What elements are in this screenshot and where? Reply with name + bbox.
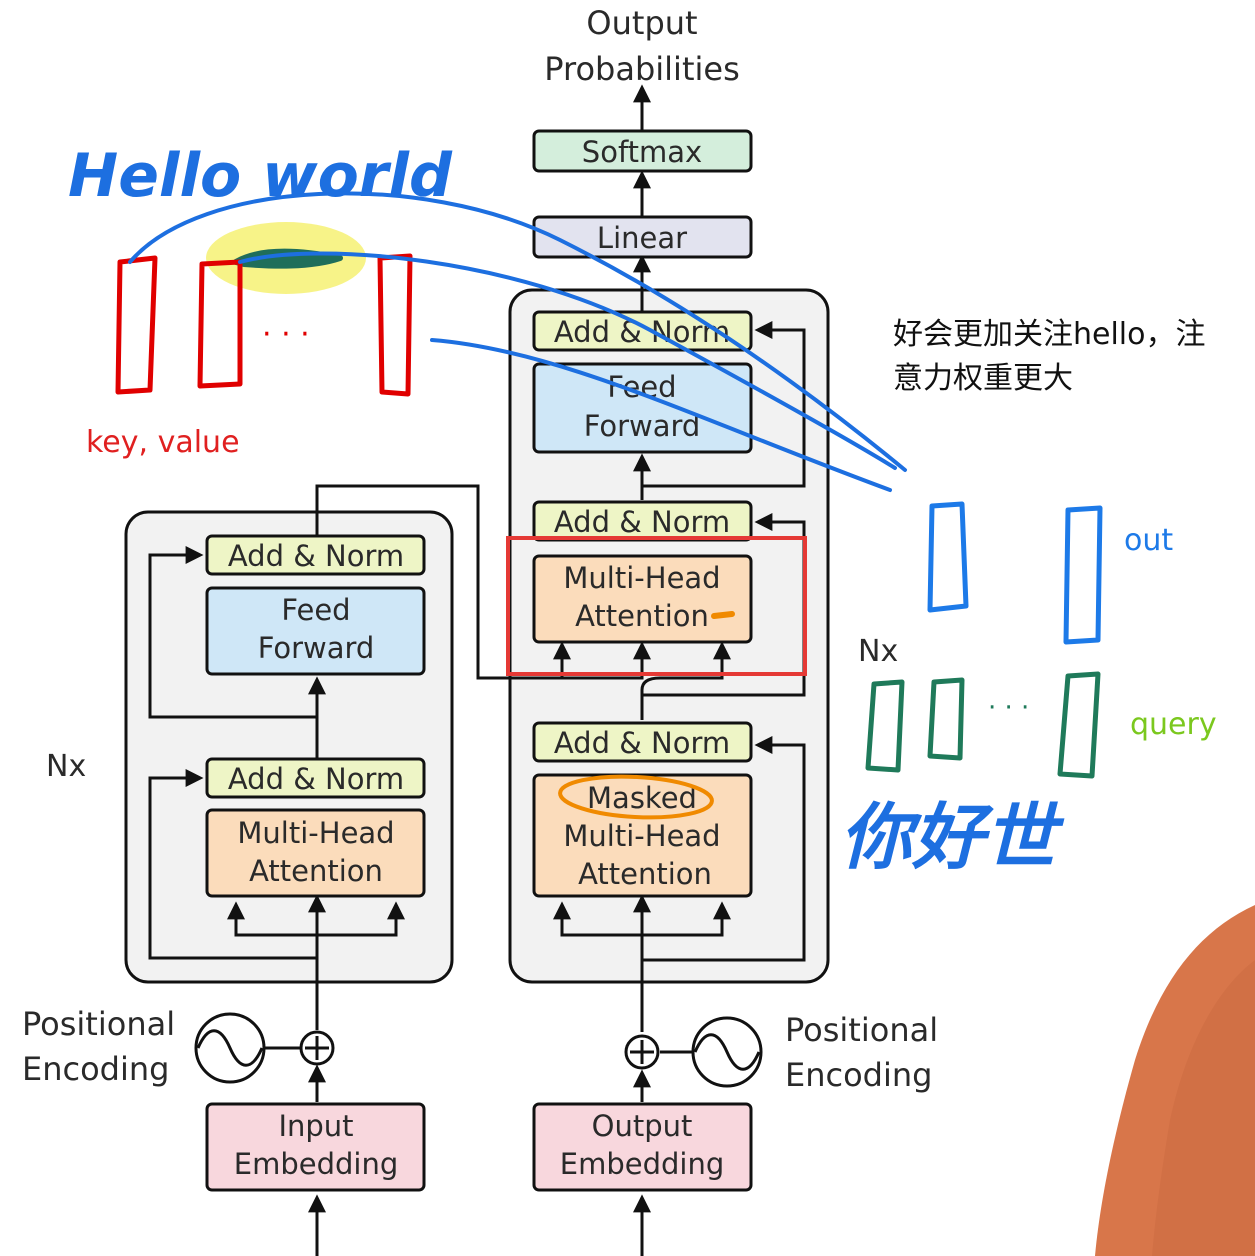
svg-text:Multi-Head: Multi-Head — [237, 816, 394, 850]
attention-note-line1: 好会更加关注hello，注 — [893, 317, 1206, 352]
svg-text:Add & Norm: Add & Norm — [554, 505, 730, 539]
key-value-ellipsis: · · · — [262, 317, 310, 352]
svg-text:Forward: Forward — [584, 409, 701, 443]
svg-text:Input: Input — [278, 1109, 353, 1143]
decoder-cross-attention — [532, 554, 753, 644]
output-probabilities-line2: Probabilities — [544, 50, 739, 88]
encoder-add-norm-bottom — [205, 757, 426, 799]
encoder-positional-encoding-line1: Positional — [22, 1005, 175, 1043]
linear-box — [532, 215, 753, 259]
out-label: out — [1124, 523, 1173, 558]
decoder-positional-encoding-line2: Encoding — [785, 1056, 932, 1094]
decoder-add-norm-top — [532, 310, 753, 352]
encoder-multi-head-attention — [205, 808, 426, 898]
decoder-nx-label: Nx — [858, 634, 898, 669]
output-embedding — [532, 1102, 753, 1192]
svg-text:Embedding: Embedding — [560, 1147, 724, 1181]
query-ellipsis: · · · — [988, 693, 1029, 723]
attention-arcs — [128, 191, 907, 492]
attention-dot-mark — [711, 611, 735, 619]
svg-text:Softmax: Softmax — [582, 135, 702, 169]
chinese-tokens-label: 你好世 — [840, 795, 1065, 879]
softmax-box — [532, 129, 753, 173]
svg-text:Attention: Attention — [578, 857, 712, 891]
svg-text:Embedding: Embedding — [234, 1147, 398, 1181]
decoder-add-norm-bottom — [532, 721, 753, 763]
svg-text:Multi-Head: Multi-Head — [563, 561, 720, 595]
encoder-feed-forward — [205, 586, 426, 676]
svg-text:Attention: Attention — [575, 599, 709, 633]
attention-note-line2: 意力权重更大 — [893, 361, 1073, 396]
presenter-shoulder-shade — [1152, 960, 1255, 1256]
svg-text:Add & Norm: Add & Norm — [228, 762, 404, 796]
svg-text:Multi-Head: Multi-Head — [563, 819, 720, 853]
svg-text:Add & Norm: Add & Norm — [228, 539, 404, 573]
svg-text:Attention: Attention — [249, 854, 383, 888]
attention-note: 好会更加关注hello，注 意力权重更大 — [893, 313, 1253, 401]
svg-text:Output: Output — [592, 1109, 693, 1143]
svg-text:Forward: Forward — [258, 631, 375, 665]
masked-underline-mark — [558, 774, 714, 820]
query-vectors — [865, 671, 1101, 779]
query-label: query — [1130, 707, 1217, 742]
decoder-masked-attention — [532, 773, 753, 898]
svg-text:Masked: Masked — [587, 781, 697, 815]
svg-text:Feed: Feed — [281, 593, 350, 627]
svg-text:Add & Norm: Add & Norm — [554, 726, 730, 760]
decoder-feed-forward — [532, 362, 753, 454]
svg-text:Linear: Linear — [597, 221, 687, 255]
key-value-label: key, value — [86, 425, 240, 460]
encoder-nx-label: Nx — [46, 749, 86, 784]
cross-attention-highlight — [506, 536, 807, 676]
encoder-add-icon — [299, 1030, 335, 1066]
encoder-block — [124, 510, 454, 984]
output-probabilities-line1: Output — [586, 4, 697, 42]
out-vectors — [927, 501, 1103, 645]
encoder-positional-encoding-line2: Encoding — [22, 1050, 169, 1088]
input-embedding — [205, 1102, 426, 1192]
decoder-positional-encoding-line1: Positional — [785, 1011, 938, 1049]
encoder-add-norm-top — [205, 534, 426, 576]
decoder-add-icon — [624, 1034, 660, 1070]
